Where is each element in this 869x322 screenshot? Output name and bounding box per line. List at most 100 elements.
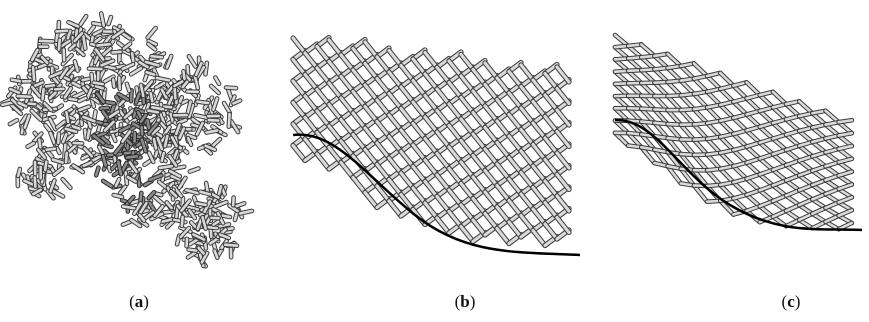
lattice-strut [783, 158, 802, 168]
lattice-strut [302, 114, 320, 136]
lattice-strut [665, 121, 684, 142]
lattice-strut [704, 120, 723, 140]
lattice-strut [110, 77, 117, 89]
lattice-strut [836, 169, 855, 178]
lattice-strut [178, 225, 192, 240]
lattice-strut [770, 105, 789, 122]
lattice-strut [678, 137, 697, 158]
lattice-strut [810, 163, 828, 173]
lattice-strut [757, 156, 776, 173]
lattice-strut [757, 92, 776, 110]
lattice-strut [362, 60, 380, 82]
lattice-strut [458, 202, 476, 223]
lattice-strut [120, 219, 133, 227]
lattice-strut [386, 155, 404, 176]
lattice-strut [410, 56, 428, 77]
lattice-strut [530, 184, 548, 206]
lattice-strut [717, 134, 736, 153]
lattice-strut [362, 82, 380, 103]
lattice-strut [458, 73, 476, 94]
lattice-strut [823, 200, 841, 211]
lattice-strut [62, 85, 74, 100]
lattice-strut [47, 90, 58, 101]
lattice-strut [222, 242, 240, 249]
lattice-strut [94, 91, 106, 105]
lattice-strut [37, 38, 56, 44]
lattice-strut [542, 199, 560, 221]
lattice-strut [810, 177, 828, 188]
lattice-strut [691, 152, 710, 173]
lattice-strut [167, 168, 183, 179]
lattice-strut [554, 171, 572, 193]
lattice-strut [374, 118, 392, 140]
lattice-strut [314, 86, 332, 108]
lattice-strut [823, 213, 841, 225]
lattice-strut [110, 49, 123, 55]
lattice-strut [338, 52, 356, 73]
lattice-strut [796, 211, 815, 223]
lattice-strut [506, 197, 524, 219]
lattice-strut [386, 133, 404, 155]
lattice-strut [422, 71, 440, 92]
lattice-strut [691, 183, 710, 204]
lattice-strut [177, 126, 187, 141]
lattice-strut [60, 131, 69, 145]
lattice-strut [187, 208, 198, 221]
lattice-strut [35, 147, 48, 160]
lattice-strut [185, 135, 194, 148]
lattice-strut [82, 146, 95, 159]
lattice-strut [836, 182, 855, 192]
lattice-strut [810, 219, 828, 231]
lattice-strut [398, 105, 416, 127]
lattice-strut [458, 223, 476, 245]
lattice-strut [237, 208, 255, 216]
lattice-strut [757, 151, 776, 161]
lattice-strut [172, 79, 185, 89]
lattice-strut [338, 138, 356, 159]
lattice-strut [410, 120, 428, 142]
lattice-strut [482, 167, 500, 189]
lattice-strut [146, 108, 161, 115]
lattice-strut [518, 62, 536, 83]
lattice-strut [168, 188, 179, 199]
lattice-strut [203, 180, 211, 196]
lattice-strut [186, 247, 199, 253]
lattice-strut [542, 221, 560, 242]
lattice-strut [217, 232, 232, 241]
lattice-strut [757, 172, 776, 188]
lattice-strut [60, 176, 73, 191]
lattice-strut [796, 197, 815, 208]
lattice-strut [744, 188, 763, 198]
lattice-strut [93, 165, 101, 178]
lattice-strut [757, 183, 776, 193]
lattice-strut [169, 135, 179, 149]
lattice-strut [518, 105, 536, 126]
lattice-strut [326, 123, 344, 144]
lattice-strut [145, 25, 158, 40]
lattice-strut [195, 217, 204, 232]
lattice-strut [81, 160, 94, 169]
lattice-strut [76, 95, 88, 104]
lattice-strut [386, 176, 404, 198]
lattice-strut [160, 216, 175, 224]
lattice-strut [326, 58, 344, 80]
lattice-strut [232, 201, 247, 210]
lattice-strut [152, 204, 165, 219]
lattice-strut [836, 130, 855, 138]
lattice-strut [506, 176, 524, 197]
lattice-strut [530, 120, 548, 141]
caption-b: (b) [454, 292, 476, 311]
lattice-strut [783, 132, 802, 149]
lattice-strut [350, 67, 368, 88]
lattice-strut [137, 200, 149, 216]
lattice-strut [704, 167, 723, 188]
lattice-strut [138, 190, 144, 204]
lattice-strut [398, 191, 416, 213]
lattice-strut [374, 183, 392, 204]
lattice-strut [96, 144, 105, 156]
lattice-strut [783, 147, 802, 163]
lattice-strut [107, 109, 121, 120]
lattice-strut [290, 35, 308, 56]
lattice-strut [19, 113, 29, 126]
lattice-strut [109, 102, 117, 115]
